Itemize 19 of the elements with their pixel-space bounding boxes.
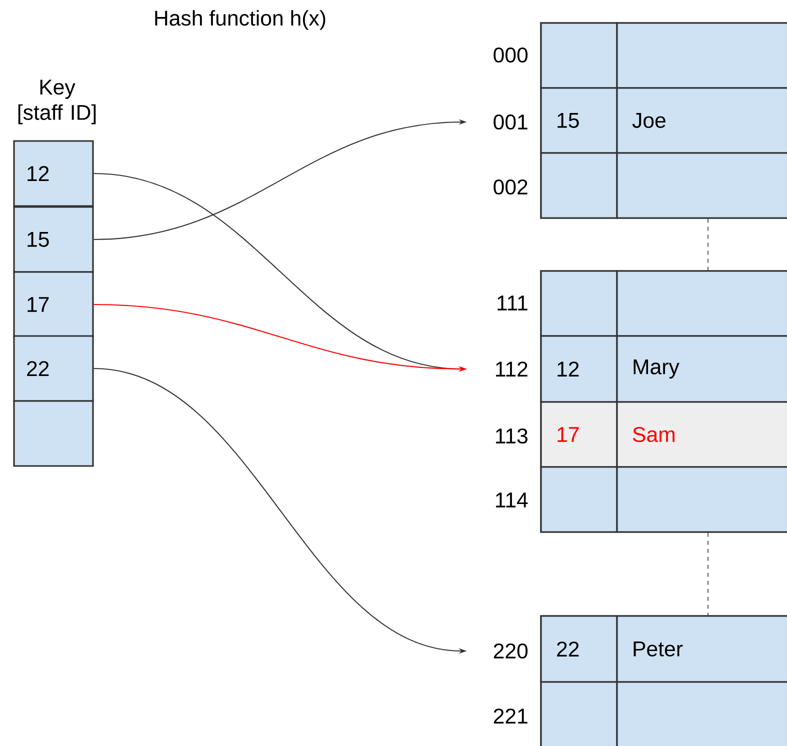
slot-index: 114: [496, 492, 528, 508]
title: Hash function h(x): [155, 10, 326, 30]
key-cell: 15: [13, 206, 94, 273]
slot-index: 221: [494, 708, 528, 724]
slot-index: 220: [494, 643, 528, 659]
slot-index: 000: [494, 47, 528, 63]
key-cell: 12: [13, 140, 94, 207]
table-cell: 15: [540, 87, 618, 154]
key-cell: [13, 400, 94, 467]
slot-index: 002: [494, 179, 528, 195]
slot-index: 113: [496, 428, 528, 444]
slot-index: 001: [494, 114, 528, 130]
table-cell: 17: [540, 401, 618, 468]
table-cell: 12: [540, 335, 618, 403]
key-cell: 22: [13, 335, 94, 402]
slot-index: 112: [496, 362, 528, 376]
key-cell: 17: [13, 271, 94, 338]
table-cell: 22: [540, 615, 618, 683]
slot-index: 111: [498, 296, 528, 310]
